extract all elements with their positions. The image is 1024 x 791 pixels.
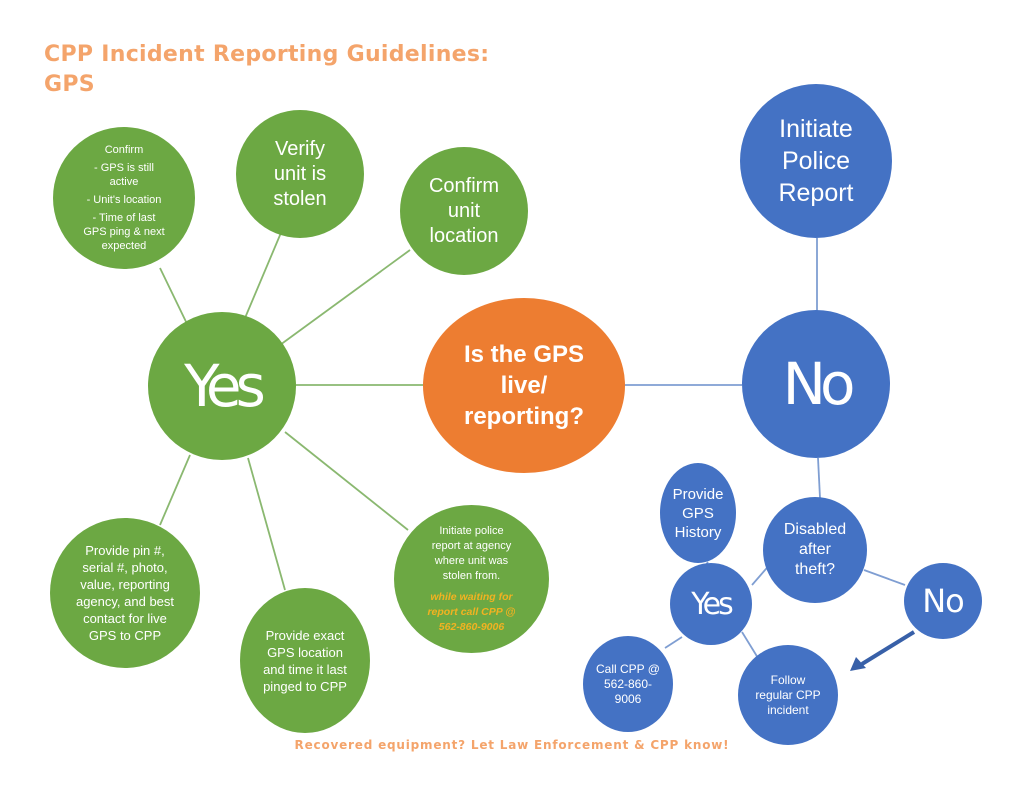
provide-pin-node: Provide pin #, serial #, photo, value, r…: [50, 518, 200, 668]
sub-yes-node: Yes: [670, 563, 752, 645]
yes-hub-label: Yes: [184, 352, 266, 420]
call-note-line: report call CPP @: [427, 605, 516, 618]
confirm-location-node: Confirm unit location: [400, 147, 528, 275]
call-note-line: while waiting for: [430, 590, 513, 603]
link-no-disabled: [817, 457, 821, 499]
text-line: - Time of last: [92, 212, 156, 224]
text-line: and time it last: [263, 661, 347, 677]
text-line: - Unit's location: [86, 194, 162, 206]
text-line: theft?: [794, 561, 835, 578]
text-line: live/: [500, 372, 548, 399]
text-line: stolen from.: [442, 569, 501, 582]
police-report-text: Initiate police report at agency where u…: [413, 524, 529, 635]
disabled-theft-text: Disabled after theft?: [784, 520, 846, 580]
text-line: 562-860-: [603, 676, 653, 691]
text-line: History: [674, 523, 722, 541]
text-line: GPS ping & next: [83, 226, 165, 238]
text-line: Report: [778, 179, 854, 207]
link-disabled-subno: [863, 569, 906, 586]
link-yes-pin: [159, 454, 191, 526]
center-question-text: Is the GPS live/ reporting?: [464, 339, 584, 432]
yes-hub-node: Yes: [148, 312, 296, 460]
footer-note: Recovered equipment? Let Law Enforcement…: [294, 738, 730, 752]
text-line: agency, and best: [75, 594, 175, 609]
page-title: CPP Incident Reporting Guidelines: GPS: [44, 40, 489, 100]
verify-stolen-node: Verify unit is stolen: [236, 110, 364, 238]
text-line: Confirm: [428, 174, 499, 197]
text-line: Disabled: [783, 521, 847, 538]
text-line: report at agency: [431, 539, 512, 552]
text-line: after: [798, 541, 831, 558]
text-line: reporting?: [463, 403, 584, 430]
initiate-police-text: Initiate Police Report: [778, 113, 853, 209]
text-line: Confirm: [104, 144, 144, 156]
text-line: Provide pin #,: [85, 543, 165, 558]
text-line: Police: [781, 147, 851, 175]
provide-exact-text: Provide exact GPS location and time it l…: [251, 627, 359, 695]
text-line: - GPS is still: [94, 162, 154, 174]
verify-stolen-text: Verify unit is stolen: [259, 137, 340, 212]
text-line: GPS to CPP: [88, 628, 162, 643]
confirm-gps-node: Confirm - GPS is still active - Unit's l…: [53, 127, 195, 269]
disabled-theft-node: Disabled after theft?: [763, 497, 867, 603]
text-line: location: [429, 224, 499, 247]
gps-history-node: Provide GPS History: [660, 463, 736, 563]
title-line-2: GPS: [44, 72, 95, 97]
text-line: unit is: [273, 162, 327, 185]
text-line: Provide exact: [265, 627, 345, 643]
confirm-gps-text: Confirm - GPS is still active - Unit's l…: [67, 143, 180, 253]
link-subyes-call: [664, 636, 683, 649]
link-subyes-follow: [741, 631, 759, 659]
text-line: GPS: [682, 504, 714, 522]
sub-yes-label: Yes: [691, 586, 733, 622]
text-line: Provide: [672, 485, 724, 503]
link-yes-verify: [244, 227, 284, 319]
text-line: serial #, photo,: [82, 560, 168, 575]
provide-pin-text: Provide pin #, serial #, photo, value, r…: [64, 542, 186, 644]
text-line: stolen: [273, 187, 327, 210]
text-line: contact for live: [83, 611, 167, 626]
text-line: Call CPP @: [596, 661, 660, 676]
initiate-police-node: Initiate Police Report: [740, 84, 892, 238]
text-line: unit: [447, 199, 481, 222]
follow-regular-text: Follow regular CPP incident: [755, 673, 820, 718]
text-line: Initiate: [779, 115, 853, 143]
call-cpp-text: Call CPP @ 562-860- 9006: [596, 662, 660, 707]
text-line: GPS location: [267, 644, 343, 660]
no-hub-label: No: [782, 350, 856, 418]
confirm-location-text: Confirm unit location: [415, 174, 513, 249]
center-question-node: Is the GPS live/ reporting?: [423, 298, 625, 473]
call-note-phone: 562-860-9006: [438, 620, 505, 633]
text-line: expected: [101, 240, 147, 252]
police-report-node: Initiate police report at agency where u…: [394, 505, 549, 653]
sub-no-label: No: [922, 582, 965, 620]
link-yes-police: [284, 431, 409, 531]
text-line: Is the GPS: [463, 341, 585, 368]
link-yes-confirm-location: [279, 249, 411, 346]
title-line-1: CPP Incident Reporting Guidelines:: [44, 42, 490, 67]
provide-exact-node: Provide exact GPS location and time it l…: [240, 588, 370, 733]
text-line: active: [109, 176, 139, 188]
arrow-icon: [850, 630, 916, 671]
link-yes-exact: [247, 457, 286, 591]
text-line: Follow: [770, 672, 806, 687]
sub-no-node: No: [904, 563, 982, 639]
text-line: pinged to CPP: [263, 678, 347, 694]
text-line: where unit was: [434, 554, 509, 567]
follow-regular-node: Follow regular CPP incident: [738, 645, 838, 745]
call-cpp-node: Call CPP @ 562-860- 9006: [583, 636, 673, 732]
gps-history-text: Provide GPS History: [673, 485, 724, 542]
no-hub-node: No: [742, 310, 890, 458]
text-line: Verify: [274, 137, 326, 160]
text-line: regular CPP: [755, 687, 821, 702]
link-yes-confirm: [159, 267, 191, 331]
text-line: incident: [767, 702, 809, 717]
text-line: 9006: [614, 691, 642, 706]
text-line: value, reporting: [80, 577, 170, 592]
text-line: Initiate police: [439, 524, 504, 537]
